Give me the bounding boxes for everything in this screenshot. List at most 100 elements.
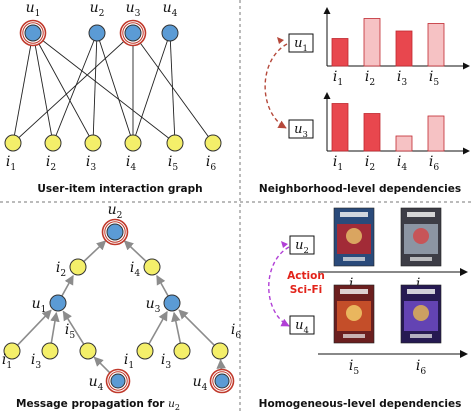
propagation-edge bbox=[148, 310, 168, 345]
chart-bar bbox=[363, 18, 381, 67]
user-node bbox=[49, 294, 67, 312]
chart-bar bbox=[363, 113, 381, 152]
item-node-label: i2 bbox=[46, 154, 56, 173]
propagation-edge bbox=[50, 311, 60, 344]
chart-user-label: u1 bbox=[294, 36, 308, 53]
item-node-label: i4 bbox=[130, 260, 140, 279]
chart-bar-label: i1 bbox=[333, 154, 343, 173]
item-node-label: i2 bbox=[56, 260, 66, 279]
item-node bbox=[3, 342, 21, 360]
chart-bar-label: i2 bbox=[365, 69, 375, 88]
chart-bar bbox=[395, 135, 413, 152]
interaction-edge bbox=[12, 32, 34, 144]
item-node-label: i1 bbox=[6, 154, 16, 173]
interaction-edge bbox=[32, 32, 54, 144]
chart-bar-label: i4 bbox=[397, 154, 407, 173]
user-node-label: u3 bbox=[126, 0, 141, 19]
item-node bbox=[173, 342, 191, 360]
item-node-label: i6 bbox=[231, 322, 241, 341]
interaction-edge bbox=[32, 32, 176, 144]
propagation-edge bbox=[171, 311, 182, 344]
chart-bar bbox=[395, 30, 413, 67]
user-node bbox=[19, 19, 47, 47]
homogeneous-timeline-arrow bbox=[460, 350, 468, 358]
movie-poster bbox=[400, 284, 442, 344]
propagation-edge bbox=[61, 274, 74, 297]
item-node bbox=[79, 342, 97, 360]
propagation-edge bbox=[83, 240, 107, 263]
homogeneous-dependency-arrow-head bbox=[281, 241, 288, 248]
interaction-edge bbox=[32, 32, 94, 144]
user-node-label: u4 bbox=[163, 0, 178, 19]
item-node bbox=[84, 134, 102, 152]
genre-label-action: Action bbox=[287, 270, 325, 282]
user-node-label: u3 bbox=[146, 296, 161, 315]
dependency-arrow-head bbox=[277, 37, 284, 44]
chart-bar bbox=[427, 115, 445, 152]
chart-bar bbox=[331, 103, 349, 152]
item-node bbox=[44, 134, 62, 152]
item-node-label: i3 bbox=[31, 352, 41, 371]
user-node bbox=[119, 19, 147, 47]
homogeneous-panel: u2i2i4u4i5i6ActionSci-Fi bbox=[268, 207, 468, 377]
interaction-edge bbox=[12, 32, 134, 144]
user-node bbox=[163, 294, 181, 312]
homogeneous-user-label: u4 bbox=[295, 318, 309, 335]
chart-bar bbox=[427, 23, 445, 67]
item-node-label: i6 bbox=[206, 154, 216, 173]
propagation-edge bbox=[178, 309, 215, 346]
item-node-label: i1 bbox=[124, 352, 134, 371]
user-node-label: u4 bbox=[193, 374, 208, 393]
interaction-edge bbox=[96, 32, 134, 144]
homogeneous-item-label: i6 bbox=[416, 358, 426, 377]
item-node-label: i3 bbox=[161, 352, 171, 371]
neighborhood-caption: Neighborhood-level dependencies bbox=[259, 183, 461, 195]
genre-label-scifi: Sci-Fi bbox=[290, 284, 323, 296]
root-user-node bbox=[101, 218, 129, 246]
interaction-edge bbox=[92, 32, 98, 144]
item-node bbox=[4, 134, 22, 152]
chart-user-box bbox=[288, 119, 314, 139]
item-node-label: i5 bbox=[168, 154, 178, 173]
item-node bbox=[136, 342, 154, 360]
propagation-caption: Message propagation for u2 bbox=[16, 398, 180, 412]
propagation-edge bbox=[123, 240, 147, 263]
propagation-edge bbox=[156, 274, 169, 297]
movie-poster bbox=[333, 207, 375, 267]
movie-poster bbox=[333, 284, 375, 344]
user-node-label: u4 bbox=[89, 374, 104, 393]
item-node bbox=[211, 342, 229, 360]
item-node-label: i4 bbox=[126, 154, 136, 173]
propagation-edge bbox=[62, 310, 85, 345]
interaction-graph-caption: User-item interaction graph bbox=[37, 183, 202, 195]
interaction-edge bbox=[169, 32, 176, 144]
item-node-label: i5 bbox=[65, 322, 75, 341]
user-node bbox=[161, 24, 179, 42]
root-user-label: u2 bbox=[108, 202, 123, 221]
chart-y-axis-arrow bbox=[323, 92, 331, 99]
homogeneous-dependency-arrow bbox=[268, 246, 290, 327]
homogeneous-user-box bbox=[289, 315, 315, 335]
item-node bbox=[204, 134, 222, 152]
item-node bbox=[124, 134, 142, 152]
item-node bbox=[143, 258, 161, 276]
interaction-edge bbox=[52, 32, 98, 144]
item-node-label: i1 bbox=[2, 352, 12, 371]
chart-bar bbox=[331, 38, 349, 67]
dependency-arrow bbox=[264, 43, 288, 129]
user-node bbox=[209, 368, 235, 394]
homogeneous-user-box bbox=[289, 235, 315, 255]
chart-bar-label: i3 bbox=[397, 69, 407, 88]
chart-y-axis-arrow bbox=[323, 7, 331, 14]
homogeneous-user-label: u2 bbox=[295, 238, 309, 255]
chart-bar-label: i5 bbox=[429, 69, 439, 88]
chart-x-axis-arrow bbox=[463, 62, 470, 70]
user-node-label: u1 bbox=[32, 296, 47, 315]
user-node bbox=[88, 24, 106, 42]
item-node-label: i3 bbox=[86, 154, 96, 173]
user-node bbox=[105, 368, 131, 394]
chart-user-label: u3 bbox=[294, 122, 308, 139]
chart-bar-label: i2 bbox=[365, 154, 375, 173]
